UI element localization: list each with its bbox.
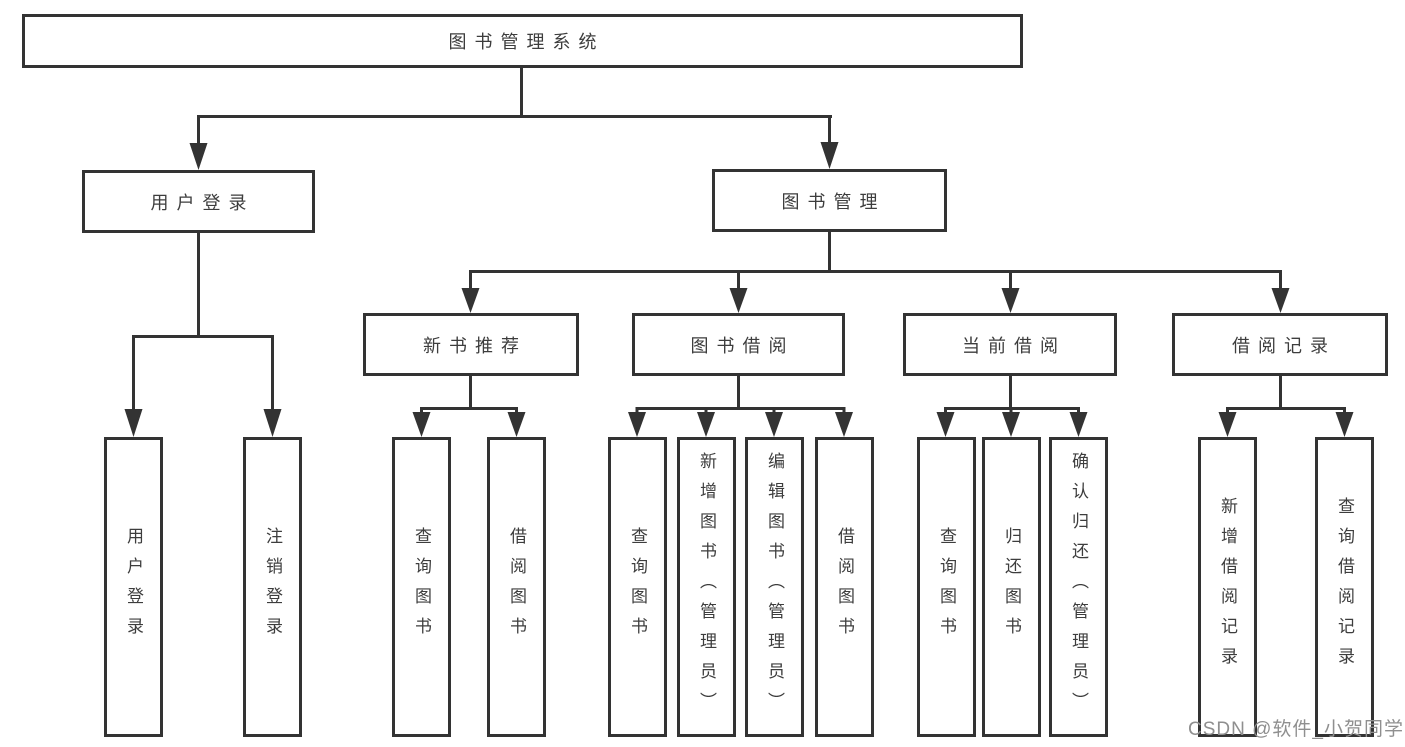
leaf-return-books: 归还图书 [982, 437, 1041, 737]
leaf-add-borrow-record: 新增借阅记录 [1198, 437, 1257, 737]
leaf-borrow-books-recommend: 借阅图书 [487, 437, 546, 737]
node-new-book-recommend: 新书推荐 [363, 313, 579, 376]
node-current-borrow: 当前借阅 [903, 313, 1117, 376]
leaf-logout: 注销登录 [243, 437, 302, 737]
node-book-borrow: 图书借阅 [632, 313, 845, 376]
leaf-add-book-admin: 新增图书（管理员） [677, 437, 736, 737]
leaf-query-books-recommend: 查询图书 [392, 437, 451, 737]
leaf-borrow-books-2: 借阅图书 [815, 437, 874, 737]
node-user-login: 用户登录 [82, 170, 315, 233]
leaf-confirm-return-admin: 确认归还（管理员） [1049, 437, 1108, 737]
leaf-edit-book-admin: 编辑图书（管理员） [745, 437, 804, 737]
leaf-query-books-borrow: 查询图书 [608, 437, 667, 737]
node-book-management: 图书管理 [712, 169, 947, 232]
node-borrow-records: 借阅记录 [1172, 313, 1388, 376]
leaf-query-borrow-record: 查询借阅记录 [1315, 437, 1374, 737]
leaf-query-books-current: 查询图书 [917, 437, 976, 737]
leaf-user-login: 用户登录 [104, 437, 163, 737]
node-library-management-system: 图书管理系统 [22, 14, 1023, 68]
csdn-watermark: CSDN @软件_小贺同学 [1188, 719, 1404, 740]
